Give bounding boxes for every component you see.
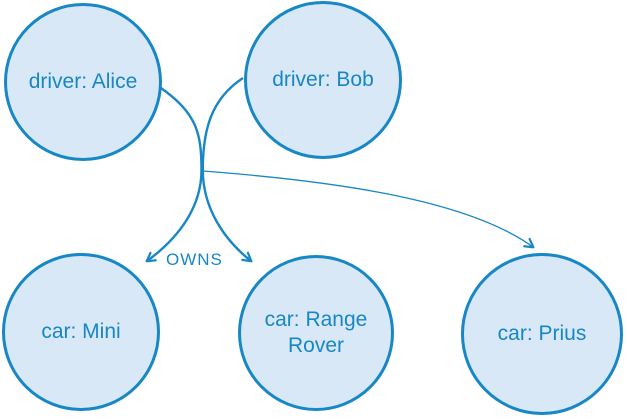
- node-car-range-rover: car: Range Rover: [238, 255, 394, 411]
- node-driver-alice: driver: Alice: [4, 3, 162, 161]
- node-label-car-range-rover: car: Range Rover: [264, 307, 368, 357]
- edge-owns-prius: [202, 170, 535, 249]
- node-driver-bob: driver: Bob: [244, 1, 402, 159]
- node-label-car-mini: car: Mini: [41, 319, 121, 343]
- edge-bob-owns-range-rover: [201, 76, 253, 263]
- edge-label-owns: OWNS: [166, 250, 223, 269]
- edge-alice-owns-mini: [145, 87, 203, 263]
- node-label-driver-bob: driver: Bob: [272, 67, 374, 91]
- node-label-car-prius: car: Prius: [497, 321, 587, 345]
- node-label-driver-alice: driver: Alice: [28, 69, 138, 93]
- node-car-prius: car: Prius: [461, 253, 623, 415]
- node-car-mini: car: Mini: [2, 253, 160, 411]
